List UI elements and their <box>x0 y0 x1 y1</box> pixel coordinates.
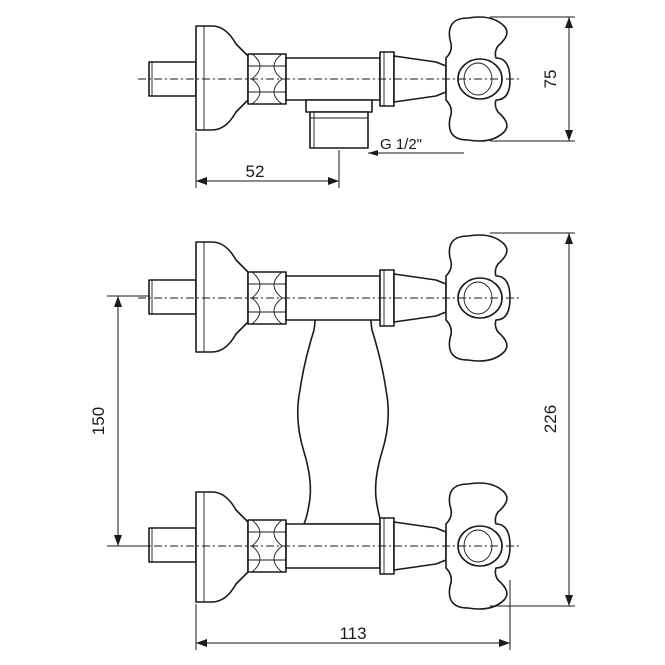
front-body-bridge <box>296 299 390 525</box>
dim-total-depth: 113 <box>195 580 511 650</box>
dim-outlet-offset-label: 52 <box>246 162 265 181</box>
front-lower-arm <box>138 482 520 610</box>
dim-outlet-offset: 52 <box>195 132 340 188</box>
top-outlet-thread <box>309 111 369 149</box>
front-view <box>138 234 520 610</box>
dim-total-depth-label: 113 <box>339 624 366 643</box>
dim-thread-label: G 1/2" <box>380 136 422 153</box>
dim-thread: G 1/2" <box>368 136 464 156</box>
dim-inlet-spacing: 150 <box>89 295 150 547</box>
dim-top-height-label: 75 <box>541 70 560 89</box>
dim-total-height: 226 <box>490 232 575 607</box>
dim-total-height-label: 226 <box>541 405 560 433</box>
top-collar <box>379 51 395 107</box>
dim-top-height: 75 <box>490 16 575 142</box>
top-outlet <box>305 99 373 113</box>
top-view <box>138 16 520 149</box>
front-upper-arm <box>138 234 520 362</box>
dim-inlet-spacing-label: 150 <box>89 407 108 435</box>
